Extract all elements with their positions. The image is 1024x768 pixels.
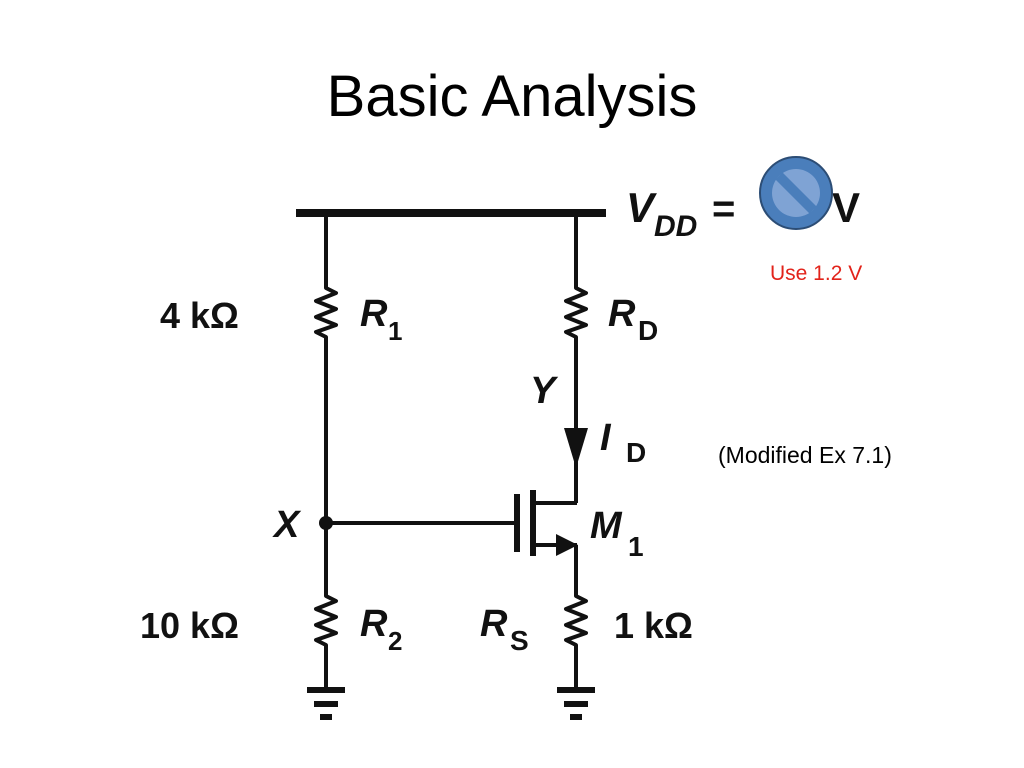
m1-source-arrow [556,534,578,556]
resistor-rs [564,590,588,690]
r1-subscript: 1 [388,316,402,346]
current-arrow-id [564,428,588,468]
rd-symbol: R [608,293,636,335]
m1-symbol: M [590,505,623,547]
prohibition-icon [759,156,833,230]
example-reference-note: (Modified Ex 7.1) [718,442,892,468]
vdd-equals: = [712,187,735,231]
resistor-r1 [314,280,338,345]
r2-value-label: 10 kΩ [140,605,239,646]
rs-subscript: S [510,625,529,656]
vdd-subscript: DD [654,210,697,243]
ground-left [307,687,345,720]
id-subscript: D [626,437,646,468]
rs-value-label: 1 kΩ [614,605,693,646]
r2-symbol: R [360,603,388,645]
use-voltage-note: Use 1.2 V [770,262,863,285]
rs-symbol: R [480,603,508,645]
vdd-symbol: V [626,184,657,231]
rd-subscript: D [638,315,658,346]
m1-subscript: 1 [628,531,644,562]
vdd-unit: V [832,184,860,231]
node-x-label: X [272,504,302,546]
id-symbol: I [600,417,612,459]
resistor-rd [564,280,588,345]
r1-symbol: R [360,293,388,335]
ground-right [557,687,595,720]
resistor-r2 [314,590,338,690]
r1-value-label: 4 kΩ [160,295,239,336]
node-y-label: Y [530,370,559,412]
r2-subscript: 2 [388,626,402,656]
slide-title: Basic Analysis [326,64,698,129]
